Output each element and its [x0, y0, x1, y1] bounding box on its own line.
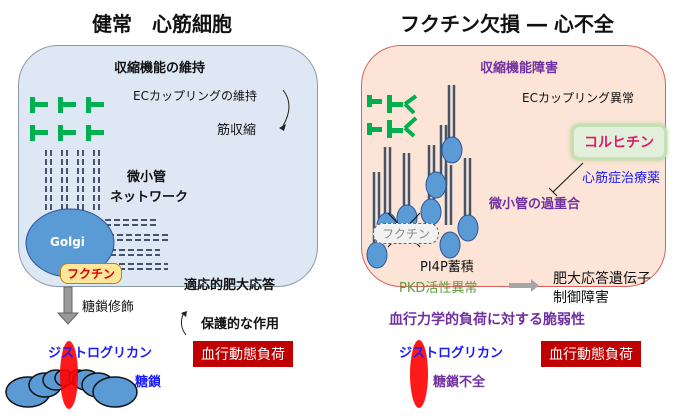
glycosylation-label: 糖鎖修飾	[82, 300, 135, 315]
cardiomyopathy-drug-label: 心筋症治療薬	[582, 171, 661, 186]
sugar-chain-label: 糖鎖	[135, 375, 162, 390]
microtubule-network-vertical	[45, 150, 100, 210]
contraction-impaired-label: 収縮機能障害	[480, 61, 559, 76]
z-disc-icons-failure	[367, 94, 418, 138]
vulnerability-label: 血行力学的負荷に対する脆弱性	[389, 312, 585, 328]
fukutin-protein-tag: フクチン	[60, 263, 123, 284]
microtubule-network-horizontal	[105, 219, 170, 270]
glycosylation-defect-label: 糖鎖不全	[433, 375, 486, 390]
microtubule-label: 微小管	[127, 170, 167, 185]
contraction-maintained-label: 収縮機能の維持	[114, 61, 206, 76]
network-label: ネットワーク	[110, 190, 189, 205]
protective-effect-label: 保護的な作用	[201, 317, 280, 332]
fukutin-lost-tag: フクチン	[373, 223, 440, 244]
curved-arrow-icon	[282, 89, 290, 127]
pi4p-accumulation-label: PI4P蓄積	[420, 260, 474, 275]
pkd-abnormal-label: PKD活性異常	[399, 281, 478, 296]
regulation-disorder-label: 制御障害	[553, 290, 609, 306]
z-disc-icon	[58, 125, 76, 141]
colchicine-box: コルヒチン	[571, 124, 667, 160]
z-disc-icon	[58, 97, 76, 113]
tubulin-beads	[366, 136, 479, 269]
inhibition-line-icon	[548, 162, 584, 197]
z-disc-icon	[86, 97, 104, 113]
dystroglycan-healthy	[60, 341, 78, 409]
failure-title: フクチン欠損 ― 心不全	[400, 12, 614, 36]
ec-coupling-maintained-label: ECカップリングの維持	[133, 89, 257, 103]
healthy-title: 健常 心筋細胞	[92, 12, 232, 36]
glycosylation-arrow	[56, 286, 80, 325]
dystroglycan-label-healthy: ジストログリカン	[48, 346, 153, 361]
muscle-contraction-label: 筋収縮	[217, 123, 257, 138]
dystroglycan-label-failure: ジストログリカン	[399, 346, 504, 361]
microtubule-overpolymerization-label: 微小管の過重合	[489, 197, 581, 212]
ec-coupling-abnormal-label: ECカップリング異常	[522, 91, 634, 105]
dystroglycan-failure	[410, 340, 428, 408]
hypertrophy-gene-label: 肥大応答遺伝子	[553, 271, 651, 287]
z-disc-icon	[30, 125, 48, 141]
z-disc-icon	[30, 97, 48, 113]
golgi-label: Golgi	[50, 235, 85, 249]
failure-cell-panel	[361, 45, 666, 287]
adaptive-hypertrophy-label: 適応的肥大応答	[184, 278, 276, 293]
hemodynamic-load-box-failure: 血行動態負荷	[541, 341, 641, 367]
pkd-arrow-icon	[509, 279, 539, 292]
z-disc-icon	[86, 125, 104, 141]
z-disc-icons-healthy	[30, 97, 104, 141]
hemodynamic-load-box-healthy: 血行動態負荷	[193, 341, 293, 367]
